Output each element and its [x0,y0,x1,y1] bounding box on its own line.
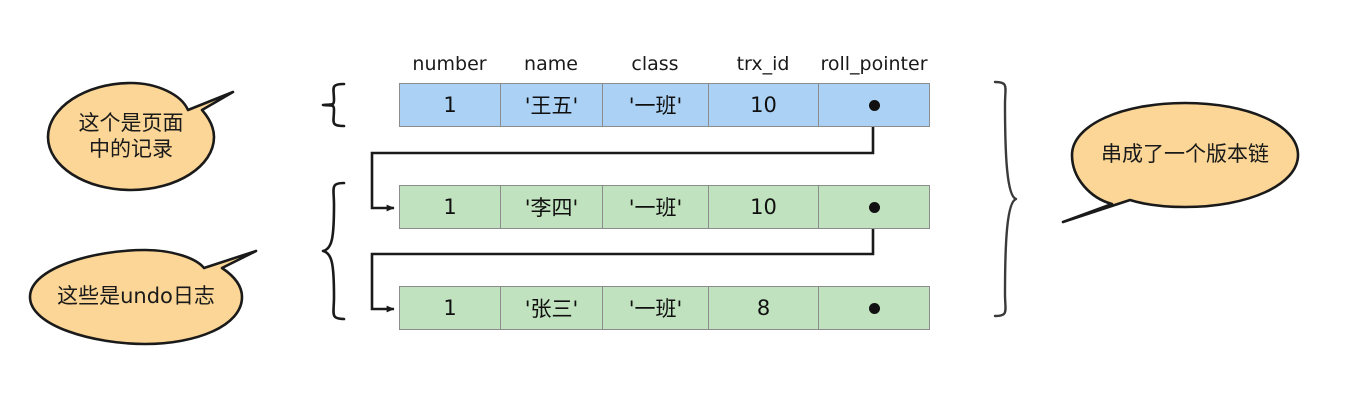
cell-roll-pointer [819,287,929,329]
brace-version-chain [993,80,1018,318]
record-row-undo-1: 1 '李四' '一班' 10 [399,185,930,229]
column-header-trx-id: trx_id [736,53,790,75]
cell-class: '一班' [603,287,709,329]
callout-undo-logs [28,248,258,346]
cell-name: '张三' [501,287,603,329]
column-header-name: name [524,53,578,75]
roll-pointer-dot-icon [868,99,880,111]
pointer-row2-to-row3 [370,210,875,313]
callout-page-record-shape [46,81,235,192]
column-header-number: number [412,53,487,75]
cell-trx-id: 8 [709,287,819,329]
cell-class: '一班' [603,186,709,228]
cell-roll-pointer [819,84,929,126]
brace-undo-logs [321,181,346,321]
callout-undo-logs-shape [28,248,258,346]
cell-trx-id: 10 [709,84,819,126]
cell-name: '李四' [501,186,603,228]
column-header-roll-pointer: roll_pointer [820,53,928,75]
callout-version-chain-shape [1061,101,1300,224]
column-header-class: class [631,53,679,75]
cell-number: 1 [400,287,501,329]
callout-page-record [46,81,235,192]
cell-number: 1 [400,186,501,228]
cell-name: '王五' [501,84,603,126]
callout-version-chain [1061,101,1300,224]
cell-trx-id: 10 [709,186,819,228]
brace-current-record [321,82,346,128]
cell-roll-pointer [819,186,929,228]
pointer-row1-to-row2 [370,109,875,212]
cell-class: '一班' [603,84,709,126]
roll-pointer-dot-icon [868,201,880,213]
record-row-undo-2: 1 '张三' '一班' 8 [399,286,930,330]
roll-pointer-dot-icon [868,302,880,314]
cell-number: 1 [400,84,501,126]
record-row-current: 1 '王五' '一班' 10 [399,83,930,127]
